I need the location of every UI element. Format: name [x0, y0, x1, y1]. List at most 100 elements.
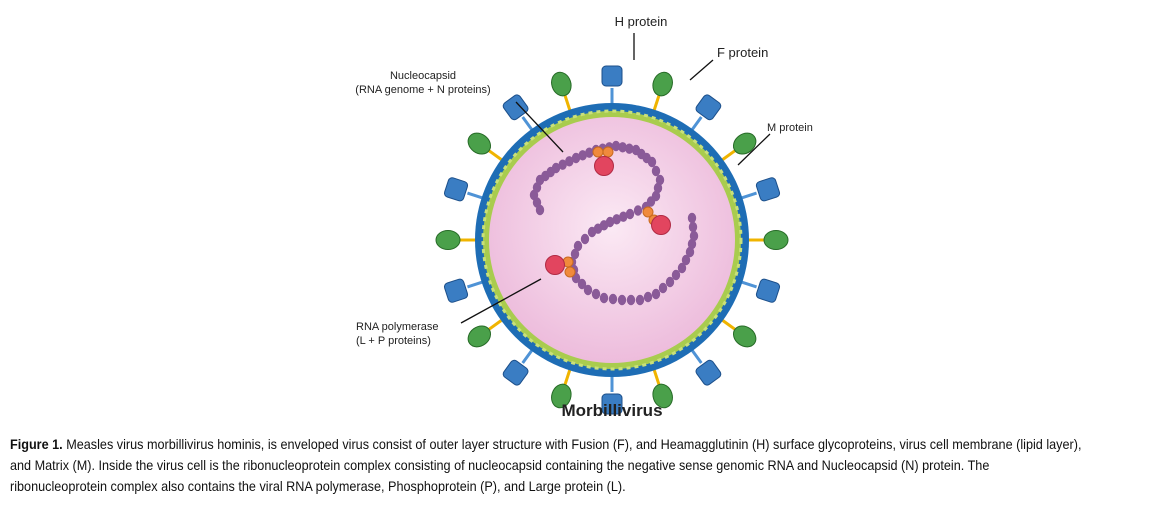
h-protein-head: [443, 278, 469, 303]
nucleocapsid-bead: [580, 233, 590, 245]
nucleocapsid-bead: [687, 238, 697, 250]
f-protein-head: [652, 71, 673, 97]
h-protein-head: [601, 393, 623, 415]
nucleocapsid-bead: [625, 143, 634, 154]
f-protein-head: [551, 383, 572, 409]
spike-stalk: [563, 367, 572, 386]
spike-stalk: [466, 280, 485, 289]
nucleocapsid-bead: [681, 254, 691, 266]
spike-stalk: [488, 149, 504, 162]
nucleocapsid-bead: [591, 288, 601, 300]
h-protein-head: [601, 65, 623, 87]
nucleocapsid-bead: [665, 276, 675, 288]
h-protein-head: [502, 94, 529, 121]
h-protein-head: [695, 94, 722, 121]
h-protein-head: [502, 359, 529, 386]
f-protein-leader: [689, 59, 714, 81]
spike-stalk: [739, 280, 758, 289]
h-protein-head: [755, 278, 781, 303]
f-protein-head: [732, 132, 757, 155]
nucleocapsid-bead: [647, 156, 657, 168]
nucleocapsid-bead: [587, 226, 597, 238]
figure-caption: Figure 1. Measles virus morbillivirus ho…: [10, 434, 1085, 497]
nucleocapsid-bead: [688, 221, 698, 233]
spike-stalk: [652, 94, 661, 113]
nucleocapsid-bead: [643, 291, 653, 303]
nucleocapsid-bead: [573, 240, 583, 252]
spike-stalk: [488, 318, 504, 331]
leader-lines: [460, 33, 771, 324]
m-protein-label: M protein: [767, 122, 813, 134]
nucleocapsid-label-line2: (RNA genome + N proteins): [355, 84, 490, 96]
nucleocapsid-bead: [571, 152, 581, 164]
nucleocapsid-bead: [635, 294, 645, 306]
h-protein-head: [443, 177, 469, 202]
nucleocapsid-bead: [618, 142, 627, 153]
figure-label: Figure 1.: [10, 437, 63, 452]
nucleocapsid-bead: [677, 262, 687, 274]
polymerase-label-line2: (L + P proteins): [356, 335, 431, 347]
nucleocapsid-bead: [658, 282, 668, 294]
h-protein-label: H protein: [615, 14, 668, 29]
spike-stalk: [690, 348, 703, 364]
spike-stalk: [720, 318, 736, 331]
nucleocapsid-bead: [651, 288, 661, 300]
nucleocapsid-bead: [608, 293, 618, 305]
spike-stalk: [521, 116, 534, 132]
f-protein-head: [467, 132, 492, 155]
nucleocapsid-bead: [671, 269, 681, 281]
f-protein-head: [435, 230, 461, 250]
f-protein-label: F protein: [717, 45, 768, 60]
nucleocapsid-bead: [585, 147, 594, 158]
virus-diagram: H protein F protein M protein Nucleocaps…: [355, 14, 813, 420]
nucleocapsid-bead: [565, 156, 574, 167]
nucleocapsid-bead: [578, 150, 587, 161]
polymerase-label-line1: RNA polymerase: [356, 321, 439, 333]
spike-stalk: [690, 116, 703, 132]
f-protein-head: [467, 325, 492, 348]
m-protein-leader: [737, 133, 771, 166]
spike-stalk: [563, 94, 572, 113]
polymerase-leader: [460, 278, 542, 324]
nucleocapsid-bead: [685, 246, 695, 258]
h-protein-head: [755, 177, 781, 202]
spike-stalk: [720, 149, 736, 162]
nucleocapsid-bead: [577, 278, 587, 290]
nucleocapsid-bead: [626, 294, 636, 306]
nucleocapsid-bead: [599, 292, 609, 304]
nucleocapsid-bead: [619, 211, 628, 222]
f-protein-head: [551, 71, 572, 97]
polymerase-complex-2: [642, 206, 671, 235]
diagram-title: Morbillivirus: [561, 401, 662, 420]
spike-stalk: [466, 191, 485, 200]
spike-stalk: [739, 191, 758, 200]
nucleocapsid-bead: [651, 165, 661, 177]
matrix-dots: [481, 109, 743, 371]
polymerase-complex-3: [545, 255, 576, 278]
nucleocapsid-bead: [687, 212, 697, 224]
nucleocapsid-bead: [633, 205, 643, 216]
nucleocapsid-bead: [611, 140, 621, 152]
f-protein-head: [763, 230, 789, 250]
h-protein-head: [695, 359, 722, 386]
f-protein-head: [652, 383, 673, 409]
nucleocapsid-bead: [617, 294, 627, 306]
nucleocapsid-bead: [612, 214, 621, 225]
spike-stalk: [652, 367, 661, 386]
virus-interior: [489, 117, 735, 363]
nucleocapsid-bead: [583, 284, 593, 296]
nucleocapsid-bead: [570, 248, 580, 260]
nucleocapsid-bead: [653, 182, 663, 194]
nucleocapsid-leader: [515, 101, 564, 153]
polymerase-complex-1: [592, 146, 614, 176]
nucleocapsid-bead: [625, 208, 635, 220]
nucleocapsid-label-line1: Nucleocapsid: [390, 70, 456, 82]
surface-glycoproteins: [435, 65, 789, 415]
caption-text: Measles virus morbillivirus hominis, is …: [10, 437, 1082, 494]
nucleocapsid-bead: [689, 230, 699, 242]
nucleocapsid-bead: [551, 162, 561, 174]
nucleocapsid-bead: [558, 159, 567, 170]
nucleocapsid-chain: [529, 140, 699, 306]
spike-stalk: [521, 348, 534, 364]
f-protein-head: [732, 325, 757, 348]
